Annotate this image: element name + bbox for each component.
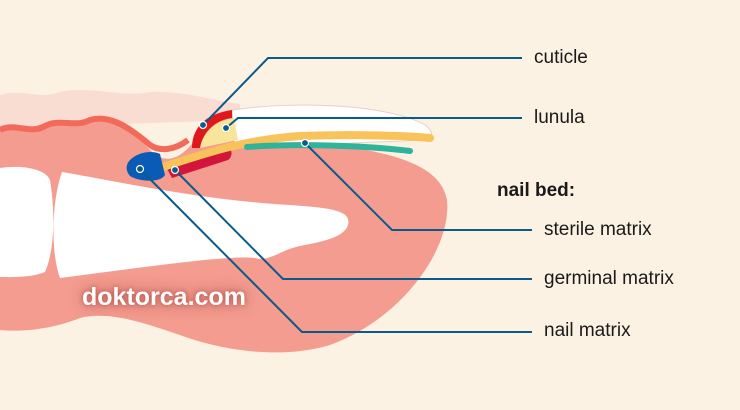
cuticle-label: cuticle	[534, 47, 588, 68]
lunula-label: lunula	[534, 107, 585, 128]
cuticle-leader	[202, 57, 522, 126]
sterile-matrix-label: sterile matrix	[544, 219, 652, 240]
bone	[0, 166, 54, 278]
sterile-matrix-dot	[300, 138, 310, 148]
nail-matrix-label: nail matrix	[544, 320, 631, 341]
germinal-matrix-dot	[170, 165, 180, 175]
germinal-matrix-leader	[174, 169, 532, 280]
nail-bed-heading: nail bed:	[497, 180, 576, 201]
nail-matrix-dot	[135, 164, 145, 174]
lunula-leader	[225, 117, 522, 129]
sterile-matrix-leader	[304, 142, 532, 231]
germinal-matrix-label: germinal matrix	[544, 268, 674, 289]
nail-bed-shape	[144, 131, 434, 176]
lunula-dot	[221, 123, 231, 133]
germinal-matrix-shape	[165, 147, 232, 178]
watermark: doktorca.com	[82, 283, 246, 311]
cuticle-shape	[192, 110, 232, 148]
nail-matrix-leader	[139, 168, 532, 333]
upper-skin	[0, 89, 240, 128]
sterile-matrix-shape	[244, 142, 413, 154]
nail-matrix-shape	[126, 152, 165, 181]
skin-edge	[0, 115, 190, 153]
bone	[53, 172, 349, 278]
cuticle-dot	[198, 120, 208, 130]
